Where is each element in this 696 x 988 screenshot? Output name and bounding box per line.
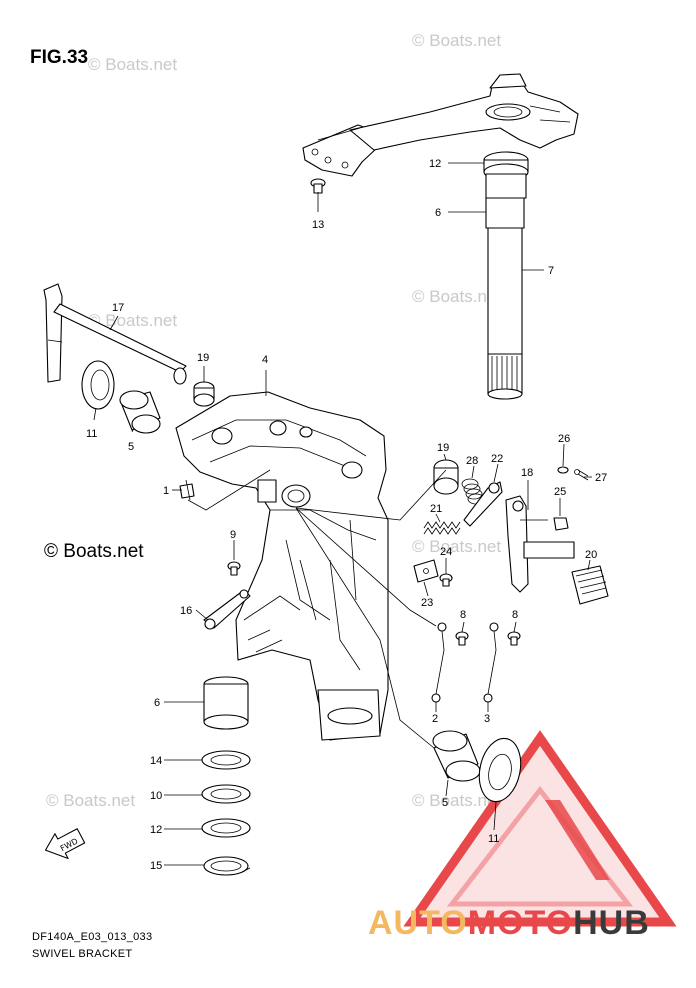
callout-7: 7 xyxy=(548,265,554,277)
steering-bracket xyxy=(302,73,579,177)
steering-shaft xyxy=(483,151,529,400)
callout-12-lower: 12 xyxy=(150,824,162,836)
circlip-15 xyxy=(203,856,251,876)
watermark: © Boats.net xyxy=(412,537,501,556)
washer-12-lower xyxy=(201,818,251,838)
callout-5-right: 5 xyxy=(442,797,448,809)
callout-19-right: 19 xyxy=(437,442,449,454)
callout-13: 13 xyxy=(312,219,324,231)
callout-5: 5 xyxy=(128,441,134,453)
bolt-8-right xyxy=(507,631,521,646)
bushing-5-right xyxy=(432,730,481,782)
stopper-22 xyxy=(463,481,503,527)
callout-1: 1 xyxy=(163,485,169,497)
figure-name: SWIVEL BRACKET xyxy=(32,948,132,960)
brand-part-moto: MOTO xyxy=(468,904,573,942)
callout-6: 6 xyxy=(435,207,441,219)
callout-14: 14 xyxy=(150,755,162,767)
bolt-1 xyxy=(179,479,195,501)
watermark: © Boats.net xyxy=(412,791,501,810)
bolt-9 xyxy=(227,561,241,576)
brand-triangle-logo xyxy=(403,730,677,927)
callout-17: 17 xyxy=(112,302,124,314)
callout-19: 19 xyxy=(197,352,209,364)
callout-20: 20 xyxy=(585,549,597,561)
bushing-19-right xyxy=(433,459,459,495)
callout-2: 2 xyxy=(432,713,438,725)
nut-25 xyxy=(553,517,569,531)
callout-18: 18 xyxy=(521,467,533,479)
spring-21 xyxy=(423,521,461,535)
bolt-13 xyxy=(310,178,326,194)
callout-9: 9 xyxy=(230,529,236,541)
callout-8-right: 8 xyxy=(512,609,518,621)
bushing-19-left xyxy=(193,381,215,407)
callout-6-lower: 6 xyxy=(154,697,160,709)
brand-part-hub: HUB xyxy=(573,904,650,942)
lock-lever-16 xyxy=(203,589,251,630)
callout-12: 12 xyxy=(429,158,441,170)
screw-24 xyxy=(439,573,453,587)
ground-lead-3 xyxy=(483,622,499,703)
watermark: © Boats.net xyxy=(88,55,177,74)
callout-21: 21 xyxy=(430,503,442,515)
callout-11-right: 11 xyxy=(488,833,499,845)
washer-14 xyxy=(201,750,251,770)
fwd-arrow-icon: FWD xyxy=(44,828,86,860)
callout-16: 16 xyxy=(180,605,192,617)
bolt-8-left xyxy=(455,631,469,646)
callout-23: 23 xyxy=(421,597,433,609)
bushing-5-left xyxy=(119,390,161,434)
ground-lead-2 xyxy=(431,622,447,703)
figure-code: DF140A_E03_013_033 xyxy=(32,931,152,943)
callout-27: 27 xyxy=(595,472,607,484)
watermark-large: © Boats.net xyxy=(44,541,144,562)
callout-22: 22 xyxy=(491,453,503,465)
washer-10 xyxy=(201,784,251,804)
brand-part-auto: AUTO xyxy=(368,904,468,942)
callout-labels: 12 6 7 13 17 19 4 11 5 1 9 16 6 14 10 12… xyxy=(86,158,607,872)
thrust-washer-11-right xyxy=(478,737,522,803)
swivel-bracket-body xyxy=(175,391,389,741)
tilt-lever-18 xyxy=(505,495,575,593)
cotter-pin-27 xyxy=(574,469,589,481)
callout-3: 3 xyxy=(484,713,490,725)
callout-11: 11 xyxy=(86,428,97,440)
bushing-6-lower xyxy=(203,676,249,730)
brand-wordmark: AUTOMOTOHUB xyxy=(368,904,650,942)
callout-24: 24 xyxy=(440,546,452,558)
plate-23 xyxy=(413,559,439,583)
callout-15: 15 xyxy=(150,860,162,872)
callout-4: 4 xyxy=(262,354,268,366)
washer-26 xyxy=(557,466,569,474)
tilt-rod-17 xyxy=(43,283,187,385)
leader-lines xyxy=(93,162,592,866)
callout-8-left: 8 xyxy=(460,609,466,621)
callout-25: 25 xyxy=(554,486,566,498)
watermark: © Boats.net xyxy=(46,791,135,810)
watermark: © Boats.net xyxy=(412,31,501,50)
figure-title: FIG.33 xyxy=(30,47,88,68)
grip-20 xyxy=(571,565,609,605)
callout-10: 10 xyxy=(150,790,162,802)
callout-28: 28 xyxy=(466,455,478,467)
callout-26: 26 xyxy=(558,433,570,445)
watermark: © Boats.net xyxy=(412,287,501,306)
watermark: © Boats.net xyxy=(88,311,177,330)
thrust-washer-11-left xyxy=(81,360,115,410)
watermarks: © Boats.net © Boats.net © Boats.net © Bo… xyxy=(44,31,501,810)
